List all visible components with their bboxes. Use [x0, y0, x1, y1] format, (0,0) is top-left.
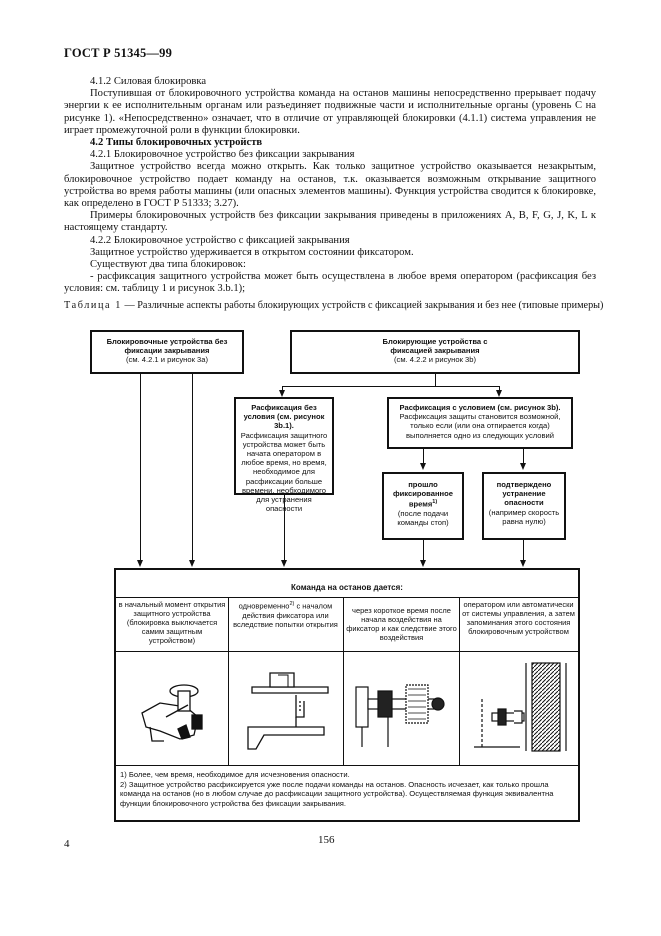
connector-line — [282, 386, 499, 387]
footnote-1: 1) Более, чем время, необходимое для исч… — [120, 770, 350, 779]
box-without-locking: Блокировочные устройства без фиксации за… — [90, 330, 244, 374]
guard-sensor-illustration — [474, 662, 567, 752]
box-fixed-time: прошло фиксированное время1) (после пода… — [382, 472, 464, 540]
box-conditional-release: Расфиксация с условием (см. рисунок 3b).… — [387, 397, 573, 449]
list-item: - расфиксация защитного устройства может… — [64, 271, 596, 295]
connector-line — [523, 540, 524, 562]
box-with-locking: Блокирующие устройства с фиксацией закры… — [290, 330, 580, 374]
arrow-down-icon — [496, 390, 502, 397]
table-caption-text: — Различные аспекты работы блокирующих у… — [124, 300, 604, 311]
box-without-locking-title: Блокировочные устройства без фиксации за… — [106, 337, 228, 356]
connector-line — [282, 386, 283, 392]
hinge-switch-illustration — [141, 684, 203, 742]
box-unconditional-release: Расфиксация без условия (см. рисунок 3b.… — [234, 397, 334, 513]
arrow-down-icon — [281, 560, 287, 567]
section-4-2-2-heading: 4.2.2 Блокировочное устройство с фиксаци… — [90, 234, 350, 246]
table-divider — [343, 597, 344, 765]
document-header: ГОСТ Р 51345—99 — [64, 46, 173, 60]
command-table-header: Команда на останов дается: — [291, 583, 403, 592]
footnote-ref: 1) — [432, 499, 438, 506]
paragraph: Существуют два типа блокировок: — [90, 259, 246, 271]
box-unconditional-title: Расфиксация без условия (см. рисунок 3b.… — [243, 403, 325, 431]
box-with-locking-title: Блокирующие устройства с фиксацией закры… — [382, 337, 488, 356]
box-hazard-confirmed-title: подтверждено устранение опасности — [496, 480, 552, 508]
box-with-locking-ref: (см. 4.2.2 и рисунок 3b) — [394, 355, 476, 365]
box-without-locking-ref: (см. 4.2.1 и рисунок 3а) — [126, 355, 208, 365]
arrow-down-icon — [279, 390, 285, 397]
box-unconditional-text: Расфиксация защитного устройства может б… — [240, 430, 328, 514]
table-divider — [116, 765, 578, 766]
box-conditional-title: Расфиксация с условием (см. рисунок 3b). — [399, 403, 561, 412]
box-fixed-time-text: (после подачи команды стоп) — [397, 509, 449, 528]
connector-line — [499, 386, 500, 392]
arrow-down-icon — [520, 463, 526, 470]
connector-line — [435, 374, 436, 386]
table-caption: Таблица 1 — Различные аспекты работы бло… — [64, 300, 604, 312]
body-text: 4.1.2 Силовая блокировка Поступившая от … — [64, 76, 596, 296]
table-cell: через короткое время после начала воздей… — [346, 606, 457, 642]
box-hazard-confirmed-text: (например скорость равна нулю) — [488, 507, 560, 526]
section-4-1-2-heading: 4.1.2 Силовая блокировка — [90, 76, 207, 87]
paragraph: Защитное устройство всегда можно открыть… — [64, 161, 596, 210]
arrow-down-icon — [189, 560, 195, 567]
connector-line — [423, 449, 424, 465]
arrow-down-icon — [420, 560, 426, 567]
paragraph: Защитное устройство удерживается в откры… — [90, 246, 414, 258]
box-conditional-text: Расфиксация защиты становится возможной,… — [399, 412, 561, 440]
arrow-down-icon — [520, 560, 526, 567]
page-number-center: 156 — [318, 834, 335, 846]
connector-line — [140, 374, 141, 562]
arrow-down-icon — [137, 560, 143, 567]
interlock-diagram: Блокировочные устройства без фиксации за… — [64, 322, 596, 822]
paragraph: Примеры блокировочных устройств без фикс… — [64, 210, 596, 234]
table-cell: оператором или автоматически от системы … — [462, 600, 575, 636]
footnote-2: 2) Защитное устройство расфиксируется уж… — [120, 780, 554, 808]
connector-line — [192, 374, 193, 562]
section-4-2-heading: 4.2 Типы блокировочных устройств — [90, 137, 263, 149]
box-hazard-confirmed: подтверждено устранение опасности (напри… — [482, 472, 566, 540]
table-caption-label: Таблица 1 — [64, 300, 122, 311]
table-divider — [228, 597, 229, 765]
table-divider — [116, 597, 578, 598]
connector-line — [284, 495, 285, 562]
table-cell: в начальный момент открытия защитного ус… — [118, 600, 226, 645]
solenoid-lock-illustration — [355, 684, 445, 747]
connector-line — [423, 540, 424, 562]
connector-line — [523, 449, 524, 465]
section-4-2-1-heading: 4.2.1 Блокировочное устройство без фикса… — [90, 149, 355, 161]
table-divider — [459, 597, 460, 765]
table-divider — [116, 651, 578, 652]
arrow-down-icon — [420, 463, 426, 470]
box-fixed-time-title: прошло фиксированное время — [392, 480, 453, 509]
latch-illustration — [247, 672, 329, 750]
paragraph: Поступившая от блокировочного устройства… — [64, 88, 596, 136]
table-cell: одновременно2) с началом действия фиксат… — [233, 601, 338, 629]
page-number-left: 4 — [64, 838, 70, 850]
